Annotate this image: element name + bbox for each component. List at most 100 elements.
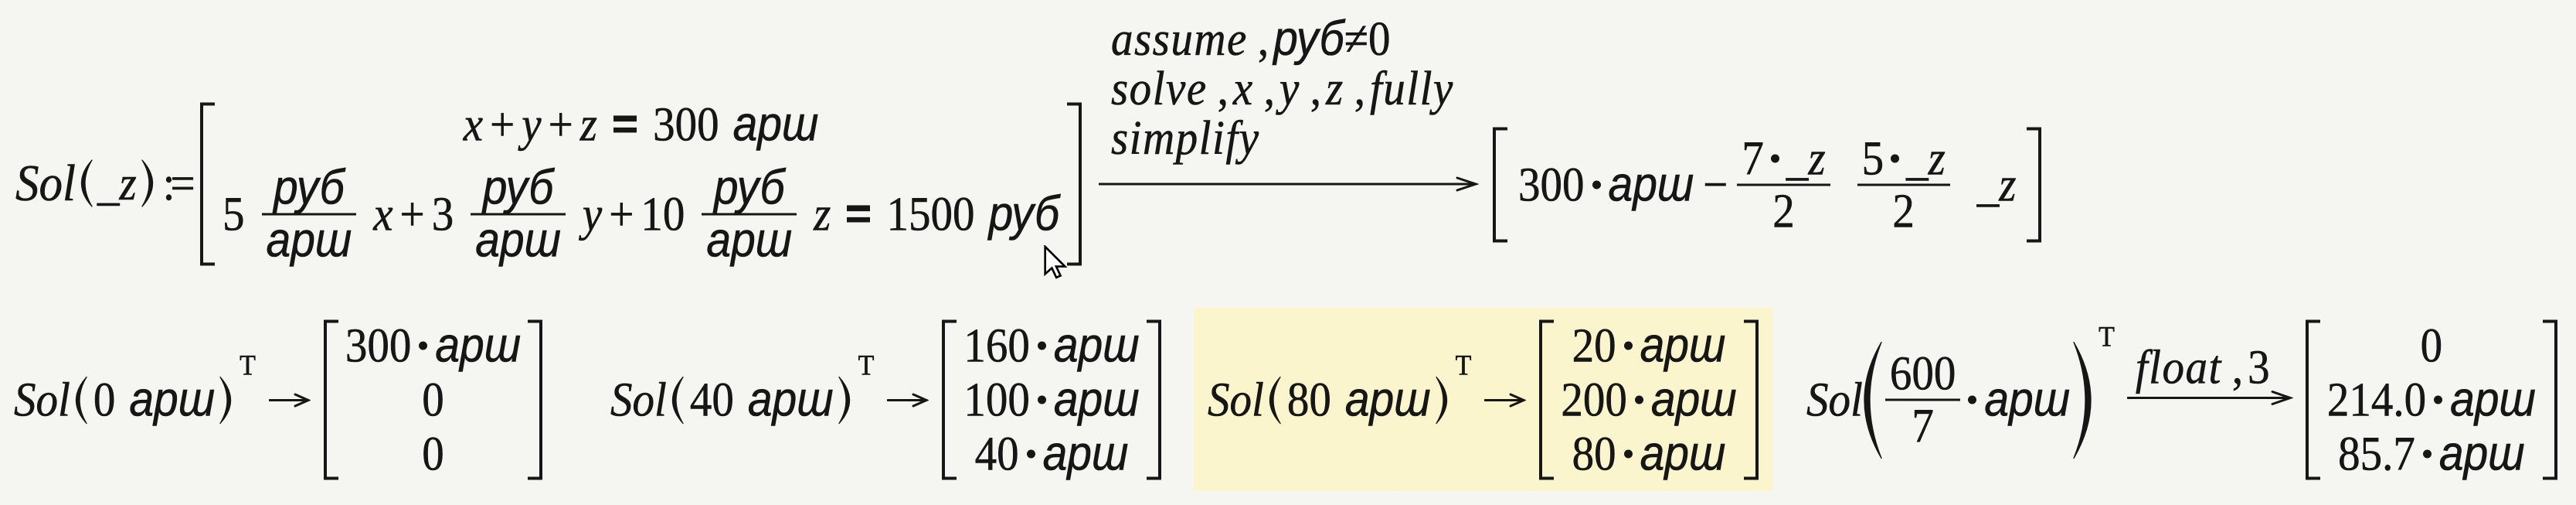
operator-plus: +	[609, 187, 634, 241]
multiply-dot-icon	[1592, 180, 1601, 189]
result-element-3: _z	[1976, 160, 2016, 209]
var-x: x	[373, 187, 393, 241]
fraction-denominator: 7	[1907, 401, 1939, 452]
float-label: float , 3	[2136, 343, 2270, 392]
evaluation-region-1[interactable]: Sol 40 арш T 160 арш 100 арш	[610, 319, 1161, 480]
result-element-1: 300 арш − 7 _z 2	[1518, 134, 1830, 237]
operator-minus: −	[1703, 158, 1728, 212]
cell-value: 0	[422, 373, 444, 427]
symbolic-eval-arrow[interactable]: assume , руб ≠0 solve , x , y , z , full…	[1098, 14, 1480, 197]
fraction-denominator: 2	[1768, 186, 1799, 237]
bracket-left	[1493, 127, 1507, 243]
fraction-bar	[261, 213, 357, 216]
arrow-icon	[1484, 393, 1527, 407]
fraction-denominator: арш	[262, 216, 357, 266]
paren-close-icon	[2073, 341, 2092, 459]
var-y: y	[582, 187, 603, 241]
fraction-numerator: руб	[709, 163, 790, 213]
comma: ,	[1217, 61, 1229, 115]
arg-value: 0	[93, 373, 116, 427]
cell-value: 85.7	[2338, 427, 2415, 481]
var-y: y	[1279, 61, 1300, 115]
boolean-equals: =	[612, 97, 638, 152]
function-name: Sol	[1806, 373, 1863, 427]
result-element-2: 5 _z 2	[1857, 134, 1950, 237]
matrix-row: 214.0 арш	[2327, 375, 2537, 425]
unit-fraction: руб арш	[261, 163, 357, 266]
cell-value: 100	[963, 373, 1030, 427]
operator-plus: +	[490, 97, 515, 152]
comma: ,	[1310, 61, 1321, 115]
arrow-icon	[887, 393, 929, 407]
matrix-body: 0 214.0 арш 85.7 арш	[2320, 320, 2543, 480]
selection-highlight	[1194, 308, 1772, 491]
multiply-dot-icon	[2422, 449, 2432, 459]
multiply-dot-icon	[1770, 154, 1779, 163]
unit-fraction: руб арш	[471, 163, 566, 266]
unit-arsh: арш	[732, 97, 819, 152]
multiply-dot-icon	[1623, 341, 1633, 350]
fraction-numerator: 600	[1885, 349, 1961, 399]
bracket-right	[528, 319, 543, 480]
coef-5: 5	[223, 187, 245, 241]
unit-arsh: арш	[1344, 372, 1431, 427]
unit-arsh: арш	[747, 372, 834, 427]
arg-denominator: 7	[1912, 399, 1934, 453]
definition-lhs[interactable]: Sol _z :=	[15, 155, 198, 212]
paren-open-icon	[1864, 341, 1882, 459]
evaluation-region-3[interactable]: Sol 600 7 арш T float , 3	[1806, 319, 2557, 480]
value-300: 300	[1518, 158, 1585, 212]
boolean-equals: =	[846, 187, 872, 241]
value-1500: 1500	[886, 187, 975, 241]
transpose-T: T	[2099, 321, 2115, 353]
unit-arsh: арш	[1053, 372, 1140, 427]
bracket-right	[1743, 319, 1759, 480]
keyword-labels: assume , руб ≠0 solve , x , y , z , full…	[1111, 14, 1454, 162]
matrix-row: 300 арш	[345, 321, 522, 370]
fraction: 5 _z 2	[1857, 134, 1950, 237]
unit-arsh: арш	[1984, 372, 2071, 427]
var-_z: _z	[1906, 131, 1946, 186]
symbolic-result[interactable]: 300 арш − 7 _z 2 5	[1493, 127, 2042, 243]
value-300: 300	[653, 97, 719, 152]
unit-arsh: арш	[706, 213, 793, 268]
paren-open-icon	[75, 376, 87, 424]
arrow-with-keywords: assume , руб ≠0 solve , x , y , z , full…	[1098, 14, 1480, 197]
arg-value: 80	[1286, 373, 1332, 427]
evaluation-region-2[interactable]: Sol 80 арш T 20 арш 200 арш 8	[1208, 319, 1759, 480]
bracket-left	[323, 319, 338, 480]
var-z: z	[579, 97, 597, 152]
matrix-row: 0	[422, 373, 444, 427]
unit-arsh: арш	[1640, 318, 1726, 373]
bracket-left	[200, 102, 215, 266]
var-z: z	[1326, 61, 1344, 115]
keyword-line: simplify	[1111, 113, 1260, 162]
matrix-body: 160 арш 100 арш 40 арш	[957, 320, 1146, 480]
unit-rub: руб	[988, 186, 1060, 241]
paren-close-icon	[838, 376, 850, 424]
bracket-right	[1146, 319, 1161, 480]
matrix-row: 80 арш	[1572, 429, 1725, 479]
multiply-dot-icon	[1037, 395, 1046, 404]
function-name: Sol	[15, 155, 76, 212]
float-arrow: float , 3	[2126, 343, 2294, 411]
unit-rub: руб	[1273, 11, 1344, 66]
equation-system[interactable]: x + y + z = 300 арш 5 руб арш x + 3	[200, 97, 1082, 268]
matrix-row: 160 арш	[963, 321, 1140, 370]
operator-plus: +	[399, 187, 425, 241]
bracket-right	[2542, 319, 2557, 480]
fraction-bar	[471, 213, 566, 216]
long-arrow-icon	[1098, 176, 1480, 192]
multiply-dot-icon	[1968, 395, 1977, 404]
evaluation-region-0[interactable]: Sol 0 арш T 300 арш 0 0	[14, 319, 543, 480]
multiply-dot-icon	[419, 341, 428, 350]
matrix-row: 100 арш	[963, 372, 1140, 427]
matrix-row: 200 арш	[1561, 375, 1737, 425]
matrix-row: 0	[2420, 321, 2442, 370]
matrix-body: 20 арш 200 арш 80 арш	[1554, 320, 1743, 480]
keyword-line: float , 3	[2136, 343, 2270, 392]
bracket-left	[2305, 319, 2320, 480]
bracket-left	[942, 319, 957, 480]
matrix-row: 20 арш	[1572, 318, 1726, 373]
